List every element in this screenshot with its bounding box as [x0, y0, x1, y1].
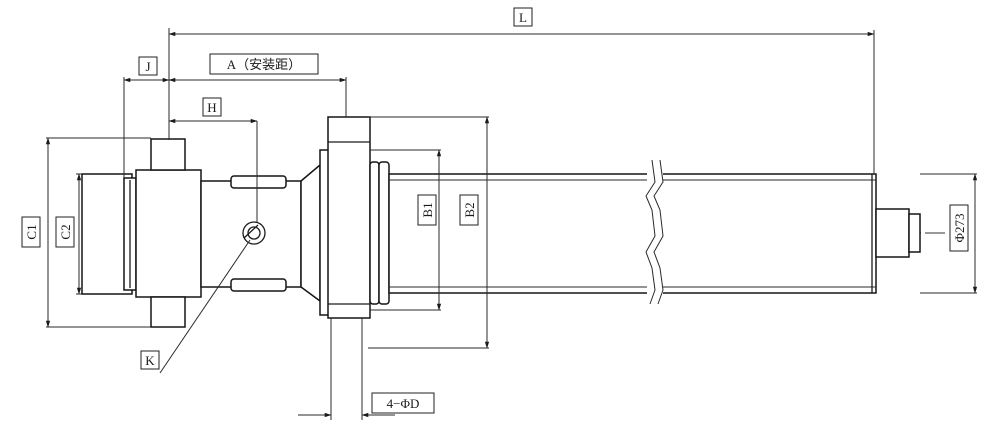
label-K: K	[140, 350, 160, 370]
label-B1: B1	[417, 194, 437, 226]
front-flange	[300, 116, 390, 319]
label-H: H	[202, 97, 222, 117]
svg-text:A（安装距）: A（安装距）	[227, 57, 301, 72]
tie-rod-section	[200, 175, 302, 292]
svg-text:4−ΦD: 4−ΦD	[387, 396, 420, 411]
label-L: L	[513, 7, 533, 27]
svg-text:B2: B2	[462, 202, 477, 217]
rear-cap	[81, 173, 137, 295]
label-C2: C2	[55, 216, 75, 248]
svg-text:K: K	[145, 353, 155, 368]
break-line	[645, 159, 664, 305]
extension-lines	[46, 28, 977, 420]
svg-text:Φ273: Φ273	[952, 213, 967, 242]
trunnion-block	[135, 138, 202, 328]
svg-text:B1: B1	[420, 202, 435, 217]
dimension-lines	[45, 31, 978, 418]
label-J: J	[138, 56, 158, 76]
label-A: A（安装距）	[209, 53, 319, 75]
svg-text:C1: C1	[24, 224, 39, 239]
label-B2: B2	[459, 194, 479, 226]
svg-text:J: J	[145, 59, 150, 74]
label-C1: C1	[21, 216, 41, 248]
label-phi: Φ273	[949, 204, 969, 252]
grease-nipple	[242, 221, 266, 245]
barrel	[388, 173, 877, 294]
svg-text:H: H	[207, 100, 216, 115]
svg-text:C2: C2	[58, 224, 73, 239]
rod-end	[875, 208, 921, 258]
label-D: 4−ΦD	[371, 392, 435, 414]
svg-text:L: L	[519, 10, 527, 25]
